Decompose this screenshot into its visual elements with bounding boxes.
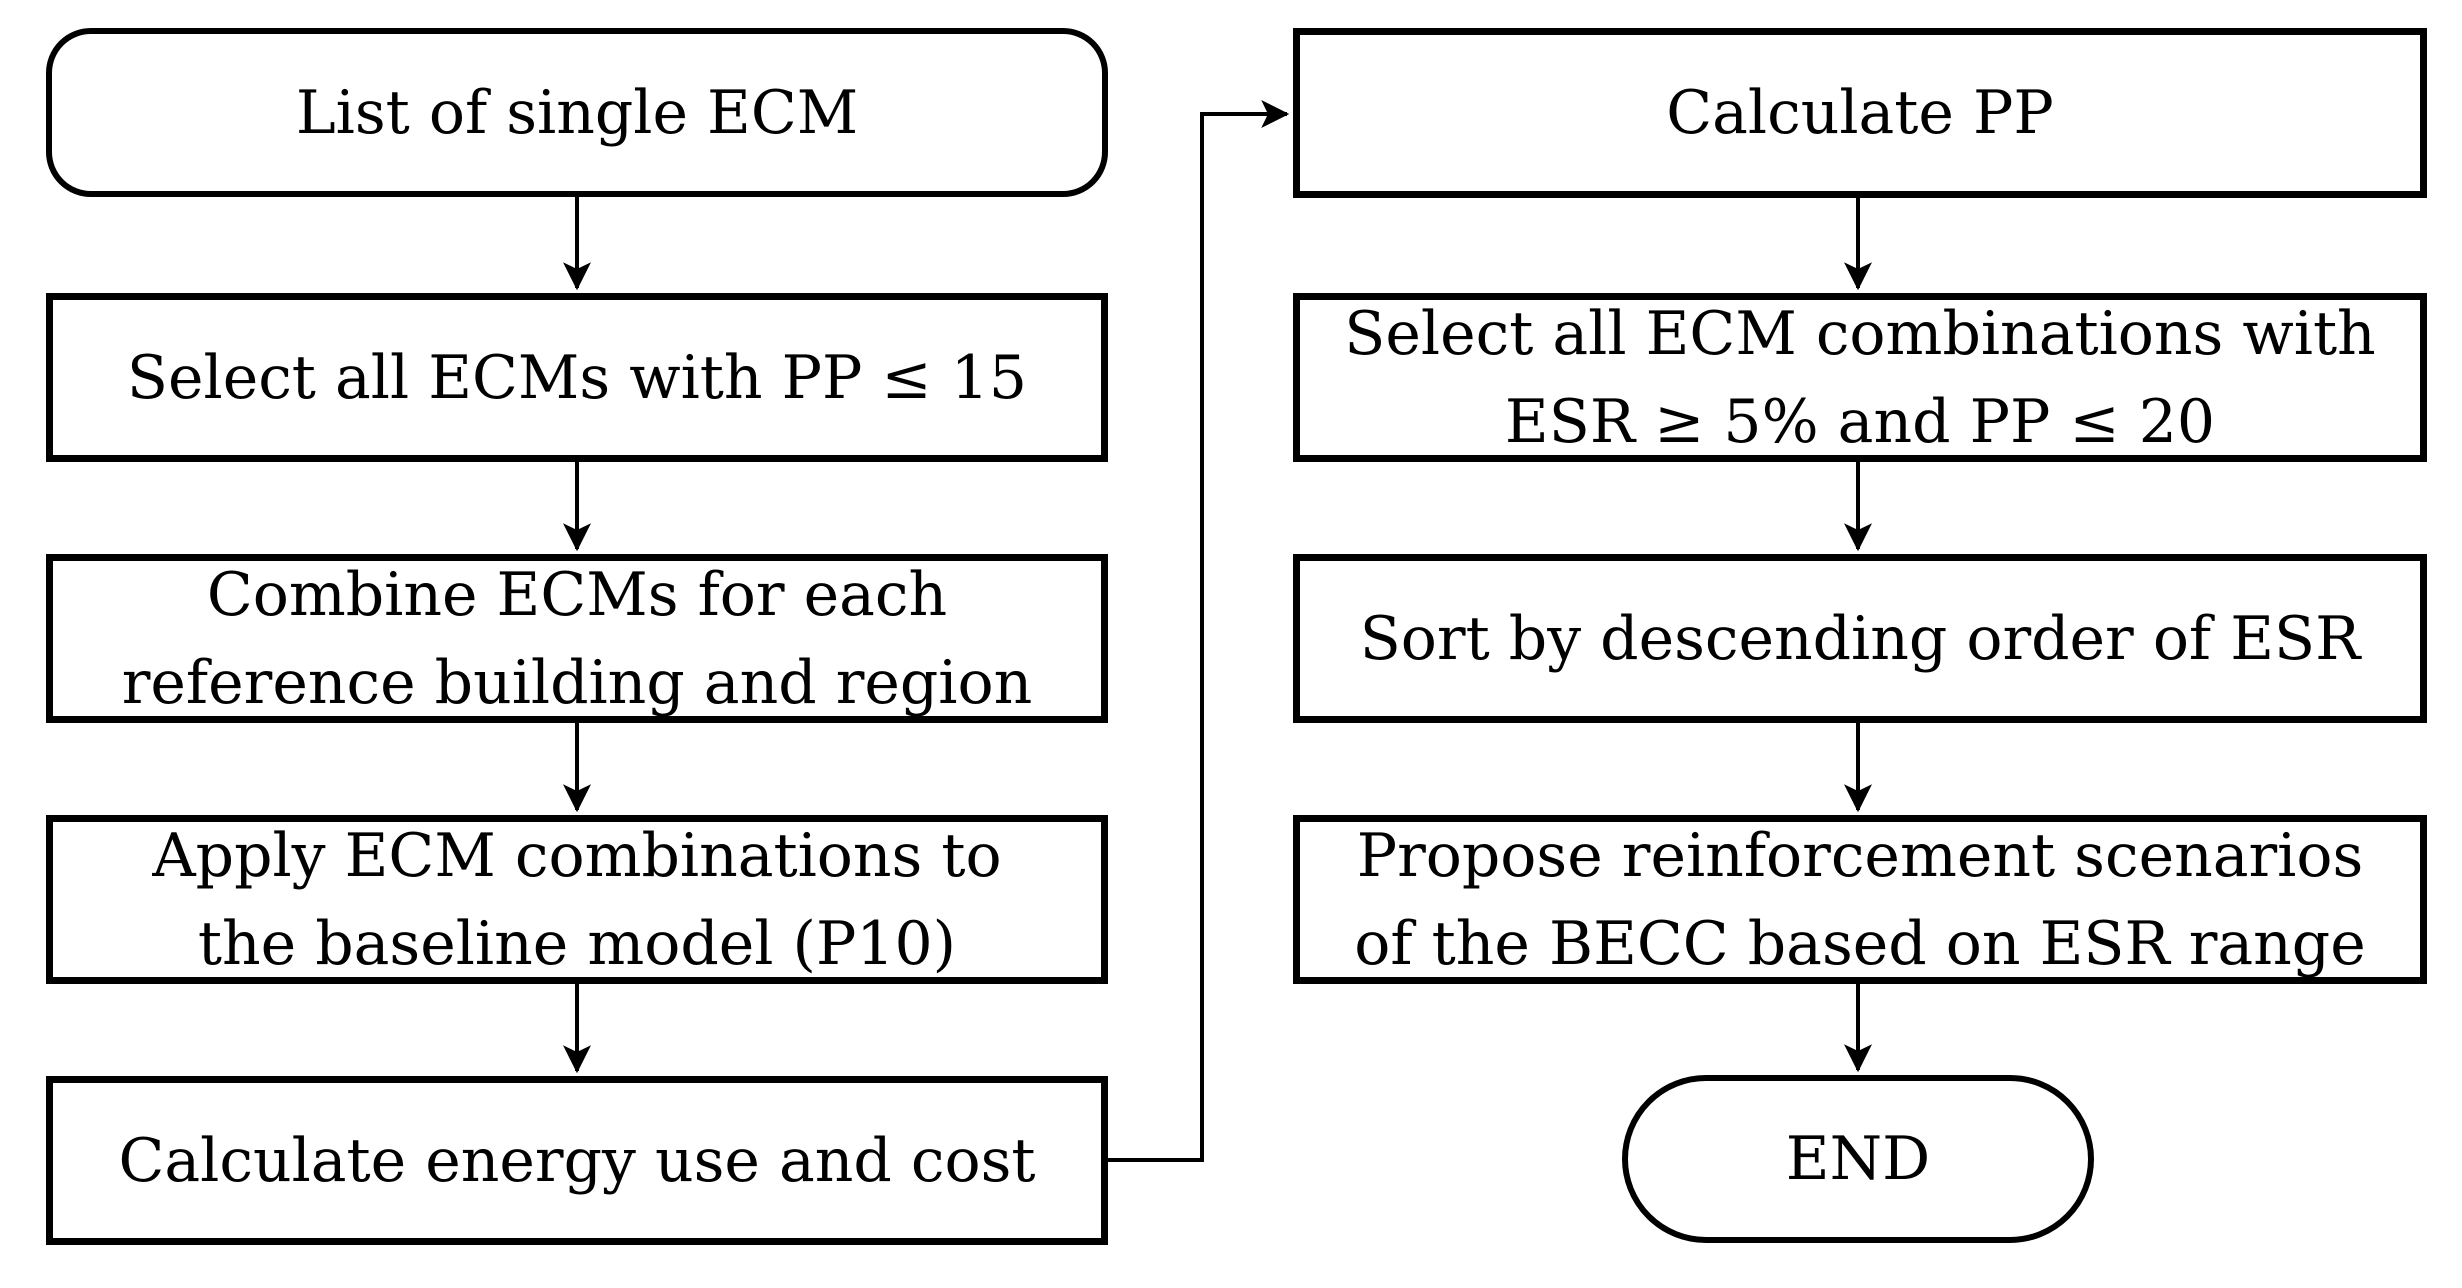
node-propose-scenarios: Propose reinforcement scenarios of the B…	[1293, 815, 2427, 984]
node-sort-esr-label: Sort by descending order of ESR	[1359, 603, 2361, 674]
node-calc-energy-label: Calculate energy use and cost	[118, 1125, 1036, 1196]
node-start-label: List of single ECM	[295, 77, 859, 148]
node-select-ecms: Select all ECMs with PP ≤ 15	[46, 293, 1108, 462]
node-combine-ecms-line1: Combine ECMs for each	[206, 559, 948, 630]
node-apply-ecms: Apply ECM combinations to the baseline m…	[46, 815, 1108, 984]
node-start: List of single ECM	[46, 28, 1108, 197]
node-propose-scenarios-line2: of the BECC based on ESR range	[1354, 908, 2366, 979]
node-calc-energy: Calculate energy use and cost	[46, 1076, 1108, 1245]
connector-calc-energy-to-calc-pp	[1108, 100, 1290, 1162]
node-propose-scenarios-line1: Propose reinforcement scenarios	[1356, 820, 2364, 891]
node-apply-ecms-line1: Apply ECM combinations to	[152, 820, 1002, 891]
node-combine-ecms-line2: reference building and region	[121, 647, 1033, 718]
node-select-combinations: Select all ECM combinations with ESR ≥ 5…	[1293, 293, 2427, 462]
node-end-label: END	[1785, 1124, 1931, 1194]
node-end: END	[1622, 1075, 2094, 1243]
node-apply-ecms-line2: the baseline model (P10)	[197, 908, 957, 979]
node-calc-pp-label: Calculate PP	[1666, 78, 2054, 148]
node-sort-esr: Sort by descending order of ESR	[1293, 554, 2427, 723]
node-select-combinations-line2: ESR ≥ 5% and PP ≤ 20	[1504, 386, 2216, 457]
node-select-combinations-line1: Select all ECM combinations with	[1344, 298, 2376, 369]
node-select-ecms-label: Select all ECMs with PP ≤ 15	[126, 342, 1028, 413]
node-combine-ecms: Combine ECMs for each reference building…	[46, 554, 1108, 723]
node-calc-pp: Calculate PP	[1293, 28, 2427, 198]
